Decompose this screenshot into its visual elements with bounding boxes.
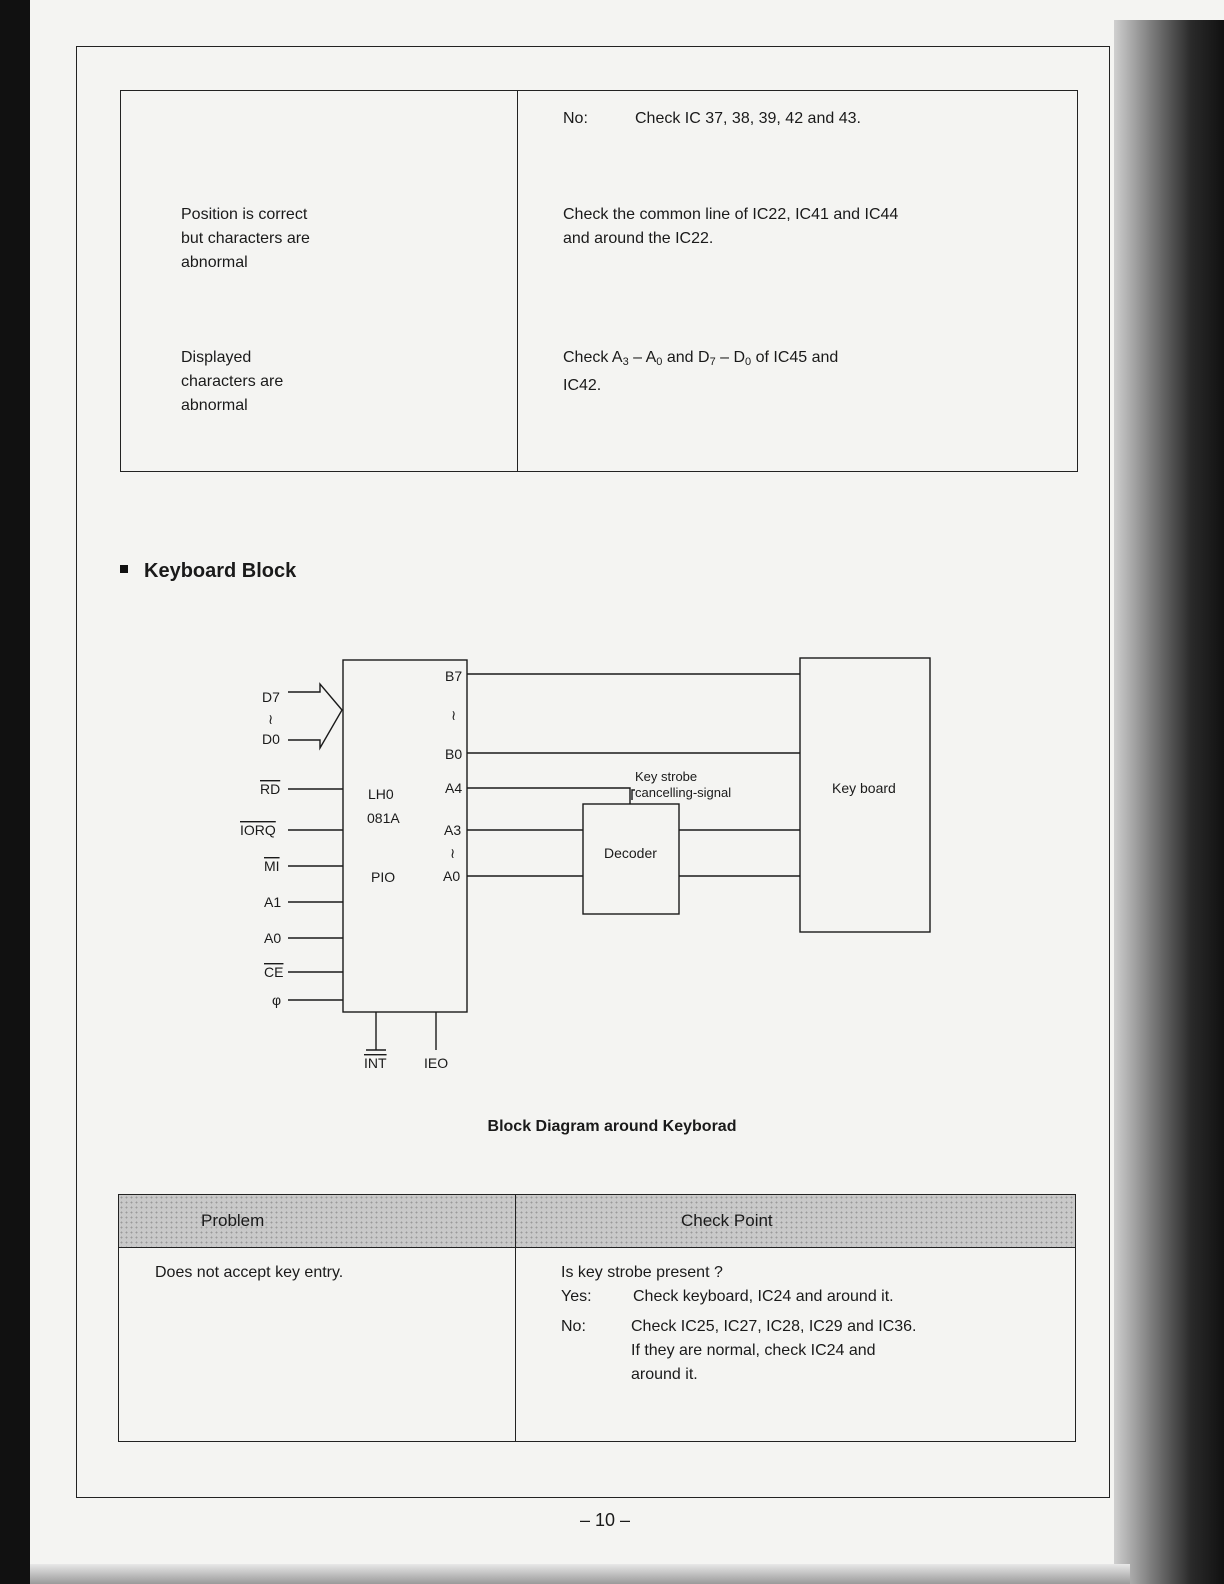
pin-a0-left: A0 [264,930,281,946]
pin-mi: MI [264,858,280,874]
section-heading: Keyboard Block [120,560,296,583]
keyboard-label: Key board [832,780,896,796]
column-divider [515,1195,516,1441]
decoder-box [582,803,680,915]
port-a0: A0 [443,868,460,884]
column-divider [517,91,518,471]
problem-keyboard: Does not accept key entry. [155,1264,344,1281]
chip-line-3: PIO [371,869,395,885]
pin-ieo: IEO [424,1055,448,1071]
chip-line-2: 081A [367,810,400,826]
strobe-label-2: cancelling-signal [635,785,731,800]
page-number: – 10 – [579,1510,631,1530]
keyboard-box [799,657,931,933]
scan-bottom-edge [30,1564,1130,1584]
strobe-label-1: Key strobe [635,769,697,784]
page-frame [76,46,1110,1498]
bottom-troubleshooting-table: Problem Check Point Does not accept key … [118,1194,1076,1442]
decoder-label: Decoder [604,845,657,861]
port-range-a: ≀ [450,845,455,861]
section-title: Keyboard Block [144,560,297,582]
pio-chip-box [342,659,468,1013]
pin-ce: CE [264,964,283,980]
chip-line-1: LH0 [368,786,394,802]
keyboard-block-diagram: D7 ≀ D0 RD IORQ MI A1 A0 CE φ LH0 081A P… [240,657,931,1071]
question-text: Is key strobe present ? [561,1264,723,1281]
port-b7: B7 [445,668,462,684]
bullet-icon [120,565,128,573]
no-label-2: No: [561,1318,586,1335]
scan-left-edge [0,0,30,1584]
pin-iorq: IORQ [240,822,276,838]
port-a4: A4 [445,780,462,796]
pin-int: INT [364,1055,387,1071]
yes-text: Check keyboard, IC24 and around it. [633,1288,894,1305]
pin-d7: D7 [262,689,280,705]
problem-row-3: Displayed characters are abnormal [181,349,284,414]
port-a3: A3 [444,822,461,838]
table-header [119,1195,1075,1248]
diagram-caption: Block Diagram around Keyborad [487,1118,737,1135]
header-check-point: Check Point [681,1211,773,1230]
header-problem: Problem [201,1211,265,1230]
no-text: Check IC25, IC27, IC28, IC29 and IC36. I… [631,1318,917,1383]
pin-range-left: ≀ [268,711,273,727]
check-point-row-2: Check the common line of IC22, IC41 and … [563,206,899,247]
top-troubleshooting-table: No: Check IC 37, 38, 39, 42 and 43. Posi… [120,90,1078,472]
pin-d0: D0 [262,731,280,747]
no-label: No: [563,110,588,127]
scan-right-edge [1114,20,1224,1584]
pin-rd: RD [260,781,280,797]
pin-phi: φ [272,992,281,1008]
port-range-b: ≀ [451,707,456,723]
check-point-row-1: Check IC 37, 38, 39, 42 and 43. [635,110,861,127]
check-point-row-3: Check A3 – A0 and D7 – D0 of IC45 and IC… [563,349,839,394]
yes-label: Yes: [561,1288,592,1305]
pin-a1: A1 [264,894,281,910]
port-b0: B0 [445,746,462,762]
problem-row-2: Position is correct but characters are a… [181,206,310,271]
data-bus-arrow [288,682,343,751]
